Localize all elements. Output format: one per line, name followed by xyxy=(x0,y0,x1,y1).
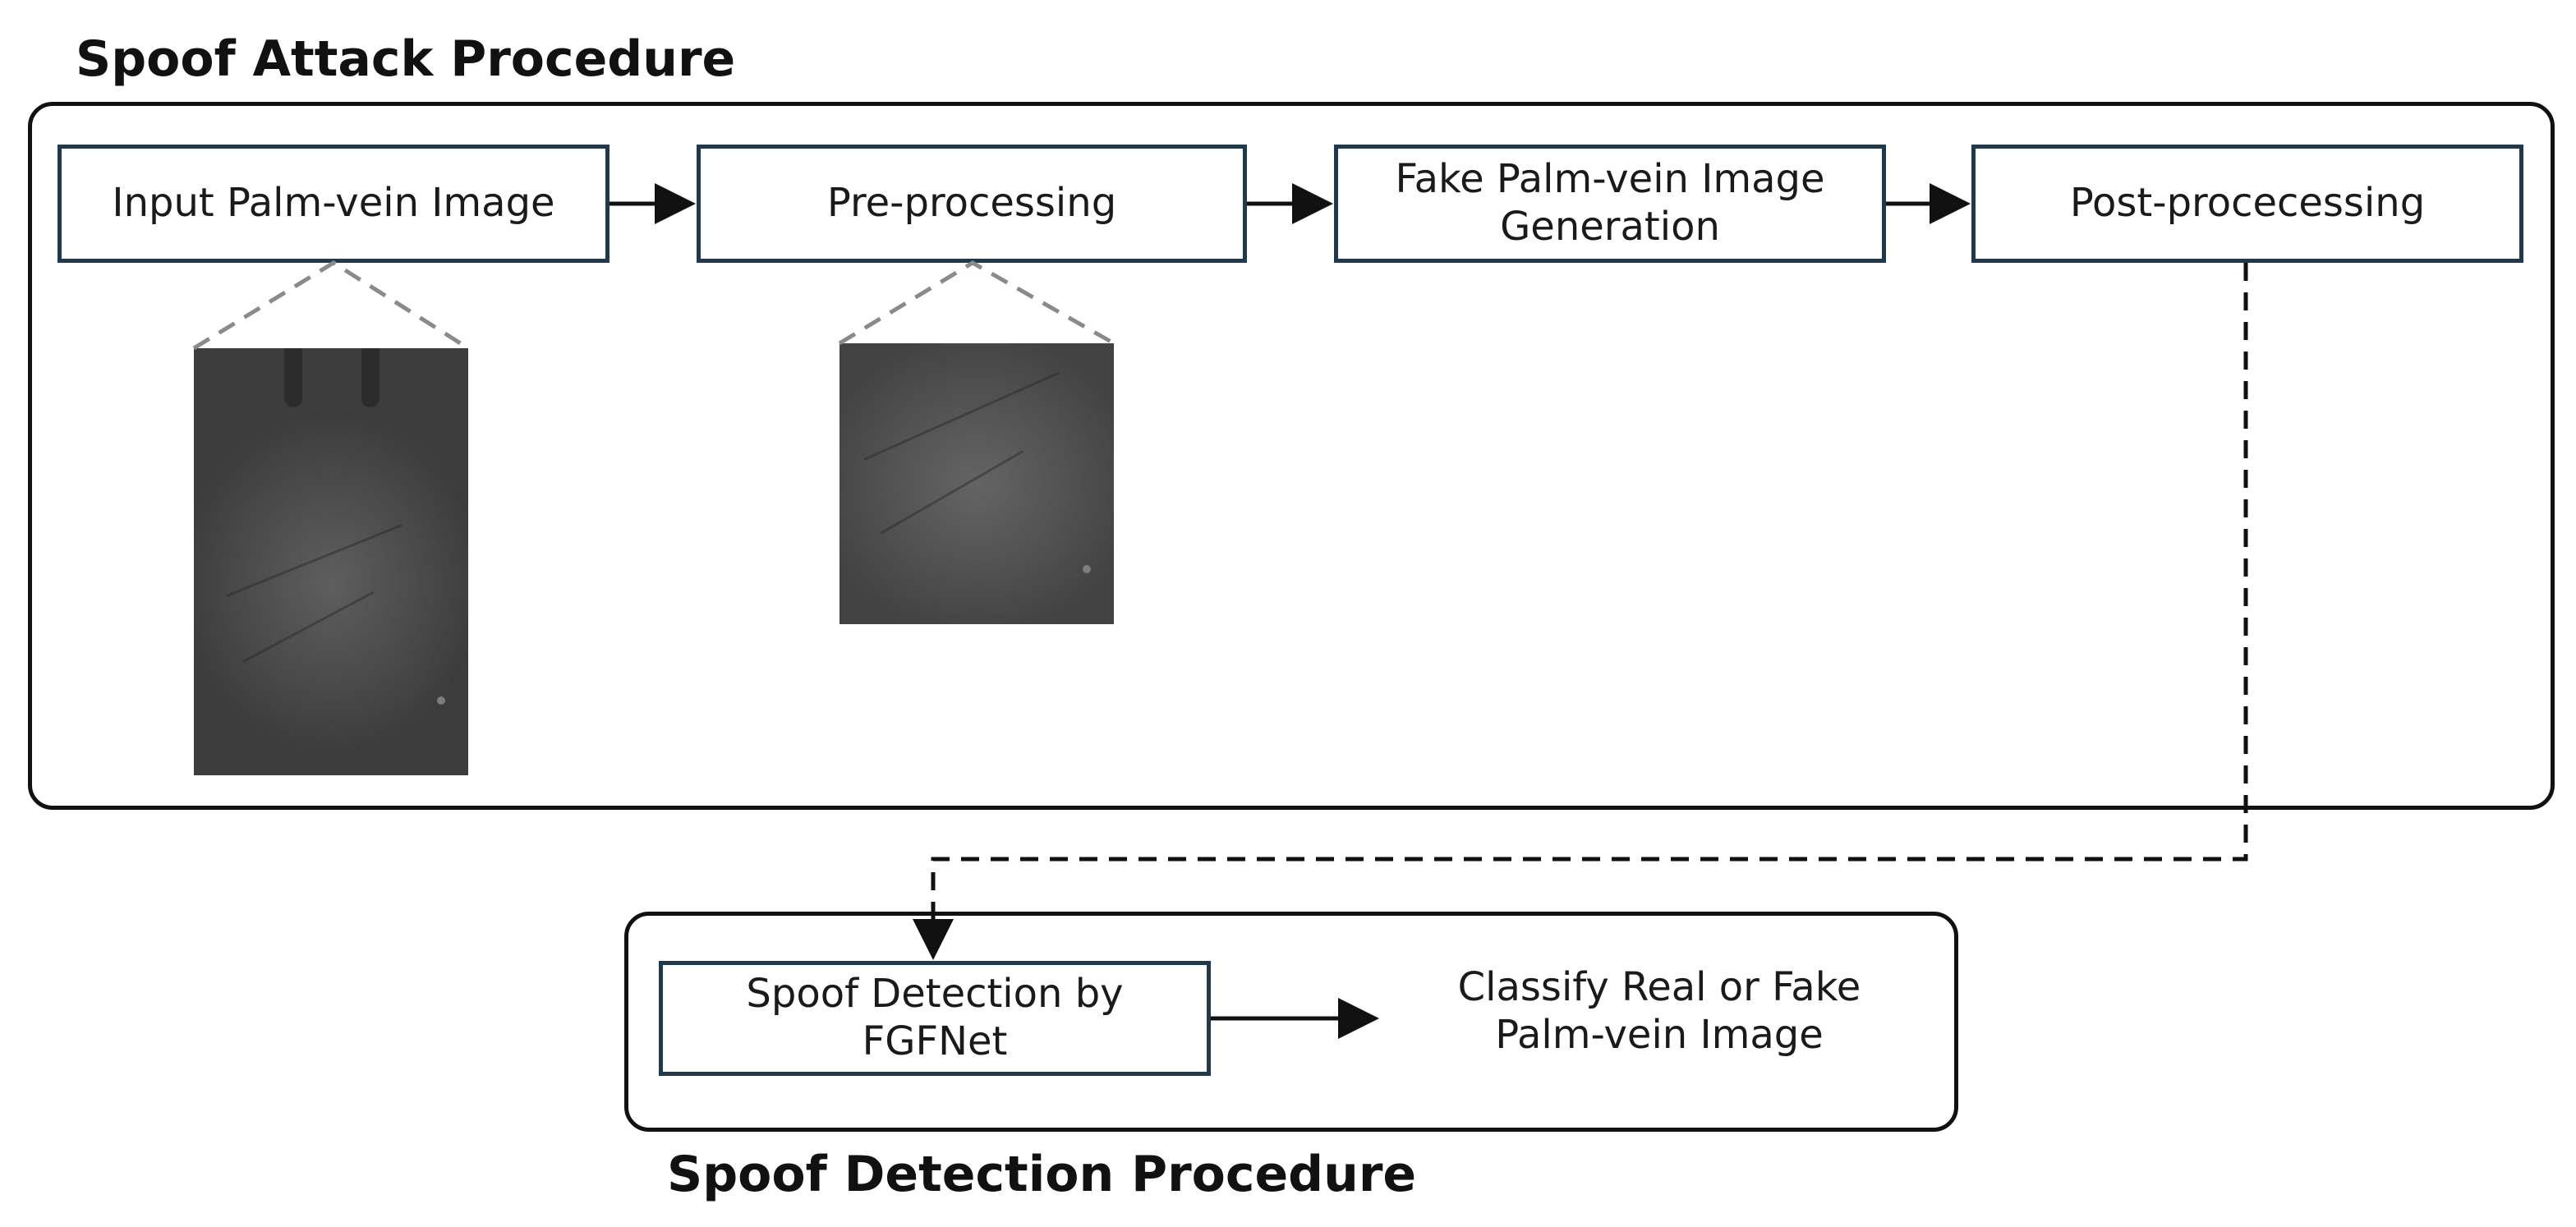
spoof-detection-title: Spoof Detection Procedure xyxy=(667,1146,1417,1203)
palm-crease xyxy=(226,523,402,597)
classify-line1: Classify Real or Fake xyxy=(1457,964,1861,1010)
spoof-attack-title: Spoof Attack Procedure xyxy=(76,30,736,88)
finger-gap-left xyxy=(284,348,302,407)
fake-generation-label-line1: Fake Palm-vein Image xyxy=(1395,156,1825,203)
palm-crease xyxy=(242,591,375,663)
preprocessing-step-label: Pre-processing xyxy=(826,180,1117,227)
postprocessing-step: Post-procecessing xyxy=(1971,145,2523,263)
preprocessing-step: Pre-processing xyxy=(697,145,1247,263)
palm-spot xyxy=(1083,565,1091,573)
palm-crease xyxy=(880,450,1024,535)
palm-crease xyxy=(863,371,1060,461)
fake-generation-label-line2: Generation xyxy=(1500,204,1720,250)
classify-real-or-fake-text: Classify Real or Fake Palm-vein Image xyxy=(1347,964,1971,1059)
input-palm-vein-thumbnail xyxy=(194,348,468,775)
input-palm-vein-image-step: Input Palm-vein Image xyxy=(58,145,610,263)
detection-label-line2: FGFNet xyxy=(862,1018,1008,1064)
palm-spot xyxy=(437,696,445,705)
input-step-label: Input Palm-vein Image xyxy=(112,180,555,227)
detection-label-line1: Spoof Detection by xyxy=(746,971,1124,1018)
finger-gap-right xyxy=(361,348,380,407)
classify-line2: Palm-vein Image xyxy=(1495,1011,1824,1058)
preprocessed-palm-vein-thumbnail xyxy=(840,343,1114,624)
postprocessing-step-label: Post-procecessing xyxy=(2069,180,2426,227)
spoof-detection-step: Spoof Detection by FGFNet xyxy=(659,961,1211,1076)
fake-image-generation-step: Fake Palm-vein Image Generation xyxy=(1334,145,1886,263)
